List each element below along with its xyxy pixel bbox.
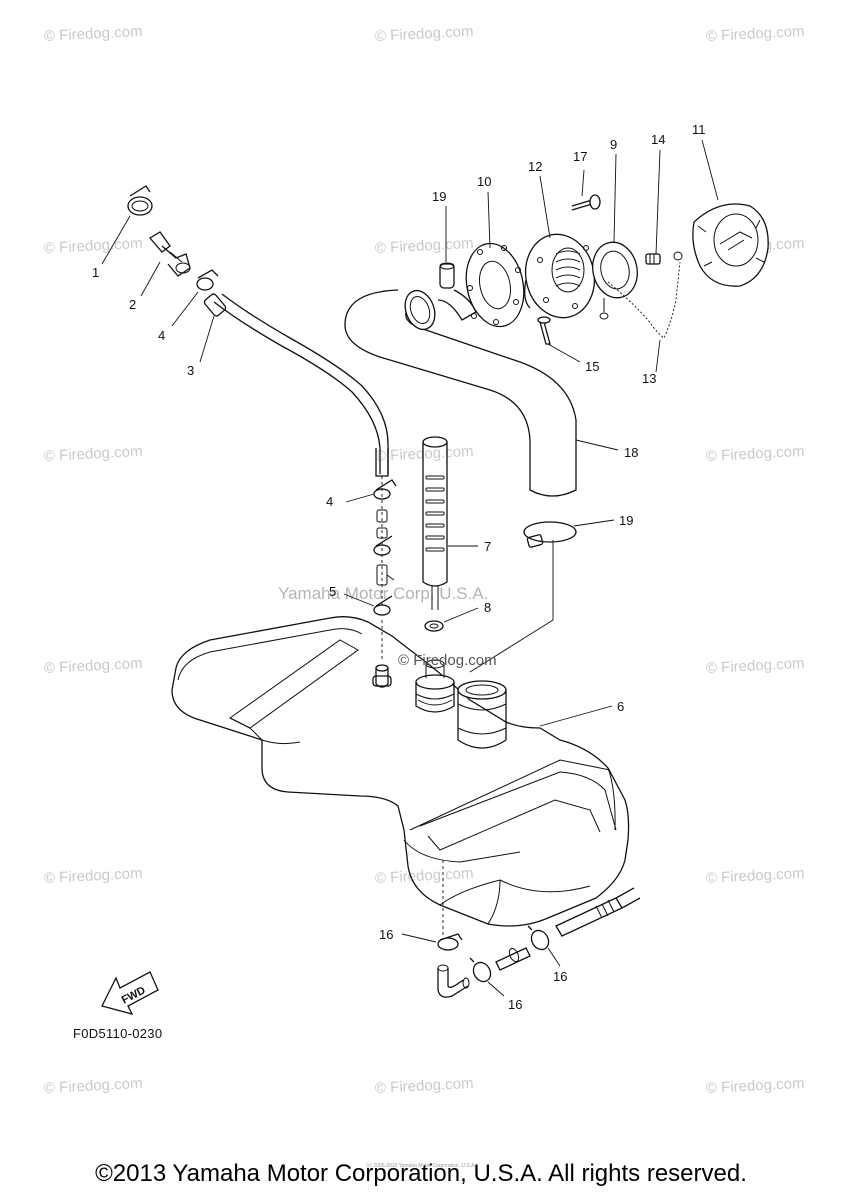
callout-3: 3 xyxy=(187,363,195,378)
callout-12: 12 xyxy=(528,159,543,174)
clamp-part-1 xyxy=(127,185,153,216)
callout-10: 10 xyxy=(477,174,492,189)
clamp-part-19-lower xyxy=(523,521,577,548)
valve-part-2 xyxy=(149,231,191,277)
clamp-part-16-a xyxy=(437,933,463,951)
callout-leaders xyxy=(101,139,719,997)
chain-part-13 xyxy=(607,261,681,339)
callout-15: 15 xyxy=(585,359,600,374)
diagram-part-code: F0D5110-0230 xyxy=(73,1026,163,1041)
tank-breather-neck xyxy=(415,659,455,713)
watermark-center-tank: © Firedog.com xyxy=(398,652,497,669)
tank-filler-neck xyxy=(457,680,507,749)
washer-part-8 xyxy=(424,620,444,632)
callout-13: 13 xyxy=(642,371,657,386)
hose-part-3 xyxy=(203,293,389,477)
callout-16-bottom: 16 xyxy=(508,997,523,1012)
copyright-notice: ©2013 Yamaha Motor Corporation, U.S.A. A… xyxy=(95,1160,747,1187)
fuel-cap-part-11 xyxy=(692,203,769,287)
fitting-straight xyxy=(495,947,531,971)
callout-18: 18 xyxy=(624,445,639,460)
fuel-fitting xyxy=(372,664,392,688)
clamp-part-4 xyxy=(196,269,219,291)
fuel-tank-part-6 xyxy=(171,616,630,927)
callout-17: 17 xyxy=(573,149,588,164)
callout-1: 1 xyxy=(92,265,100,280)
clamp-part-16-c xyxy=(527,925,550,951)
callout-9: 9 xyxy=(610,137,618,152)
callout-8: 8 xyxy=(484,600,492,615)
drain-hose xyxy=(555,887,641,937)
screw-part-14 xyxy=(645,251,683,265)
callout-5: 5 xyxy=(329,584,337,599)
callout-7: 7 xyxy=(484,539,492,554)
screw-part-17 xyxy=(571,194,601,211)
hose-part-18 xyxy=(344,289,577,673)
elbow-hose xyxy=(437,964,470,998)
callout-16-left: 16 xyxy=(379,927,394,942)
hose-fittings-stack xyxy=(373,476,397,660)
gasket-part-9 xyxy=(592,241,638,320)
filler-flange-part-12 xyxy=(524,233,596,319)
callout-6: 6 xyxy=(617,699,625,714)
callout-4-lower: 4 xyxy=(326,494,334,509)
clamp-part-19-upper xyxy=(437,262,477,321)
callout-19: 19 xyxy=(432,189,447,204)
callout-14: 14 xyxy=(651,132,666,147)
clamp-part-16-b xyxy=(469,957,492,983)
center-watermark: Yamaha Motor Corp. U.S.A. xyxy=(278,584,489,603)
callout-19-lower: 19 xyxy=(619,513,634,528)
rivet-part-15 xyxy=(537,316,551,345)
callout-11: 11 xyxy=(692,122,706,137)
gasket-part-10 xyxy=(465,242,525,328)
filter-part-7 xyxy=(422,436,448,610)
tiny-footer-text: (c) 2005-2015 Yamaha Motor Corporation, … xyxy=(366,1163,476,1169)
callout-4: 4 xyxy=(158,328,166,343)
callout-16-right: 16 xyxy=(553,969,568,984)
callout-2: 2 xyxy=(129,297,137,312)
fwd-arrow-icon: FWD xyxy=(101,971,159,1015)
